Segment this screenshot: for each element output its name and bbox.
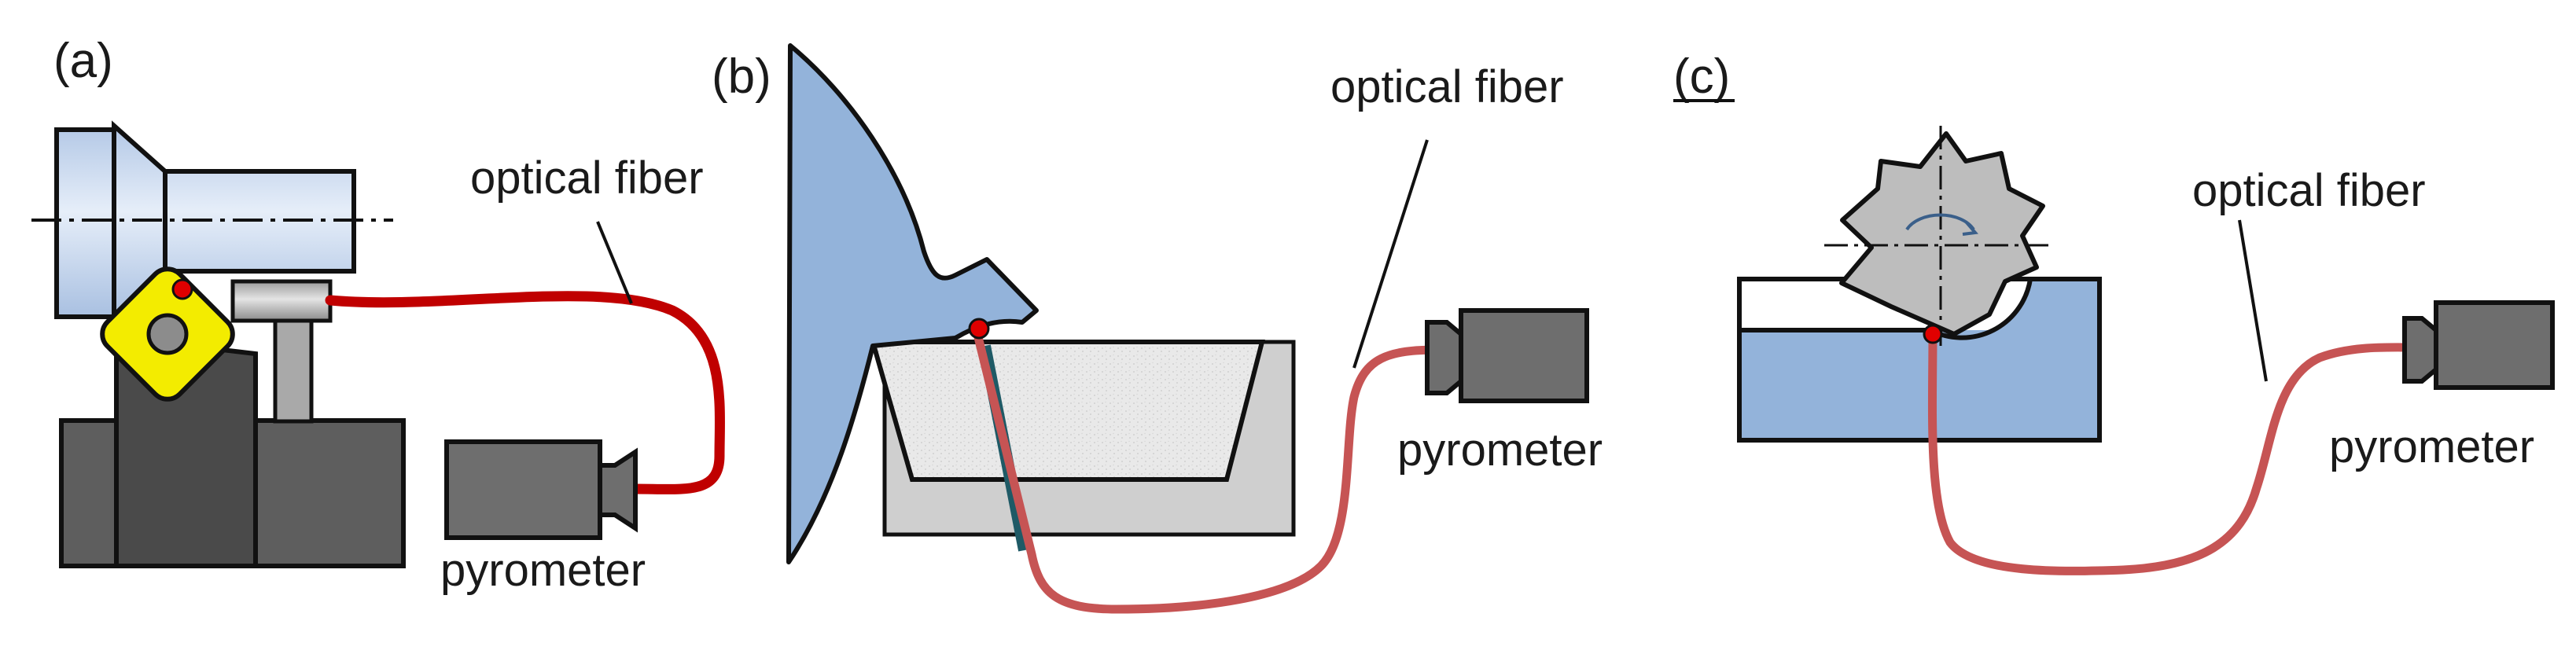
panel-c-workpiece (1737, 277, 2102, 443)
panel-b-pyrometer-label: pyrometer (1397, 424, 1603, 476)
panel-a-cutting-insert (100, 266, 235, 402)
panel-b-optical-fiber (973, 329, 1444, 614)
panel-b-label: (b) (712, 50, 771, 104)
panel-c-pyrometer-label: pyrometer (2329, 421, 2534, 472)
panel-b: (b) optical fiber pyrometer (712, 43, 1603, 614)
panel-c: (c) optical fiber pyrometer (1673, 50, 2555, 575)
panel-a-optical-fiber (325, 291, 725, 494)
panel-c-contact-point (1923, 324, 1943, 344)
panel-a-spindle (31, 120, 393, 319)
panel-a-fiber-label: optical fiber (470, 152, 704, 204)
panel-a-pyrometer-label: pyrometer (440, 545, 646, 596)
panel-b-insert-body (870, 340, 1265, 482)
panel-c-fiber-leader (2238, 219, 2268, 382)
panel-b-fiber-label: optical fiber (1330, 61, 1564, 112)
panel-b-fiber-leader (1352, 139, 1429, 369)
panel-b-workpiece (786, 43, 1039, 564)
panel-b-pyrometer (1425, 308, 1589, 403)
panel-a-contact-point (171, 278, 193, 300)
panel-a-fiber-leader (596, 221, 633, 304)
panel-c-pyrometer (2402, 300, 2555, 390)
panel-a-pyrometer (444, 439, 638, 540)
panel-a-tool-holder (59, 343, 406, 568)
panel-a-fiber-support (230, 279, 333, 424)
panel-b-contact-point (968, 318, 990, 340)
panel-a: (a) (31, 34, 725, 596)
panel-a-label: (a) (53, 34, 113, 88)
panel-c-milling-cutter (1824, 126, 2052, 346)
panel-c-optical-fiber (1927, 329, 2417, 575)
panel-c-fiber-label: optical fiber (2192, 165, 2426, 216)
panel-c-label: (c) (1673, 50, 1730, 104)
